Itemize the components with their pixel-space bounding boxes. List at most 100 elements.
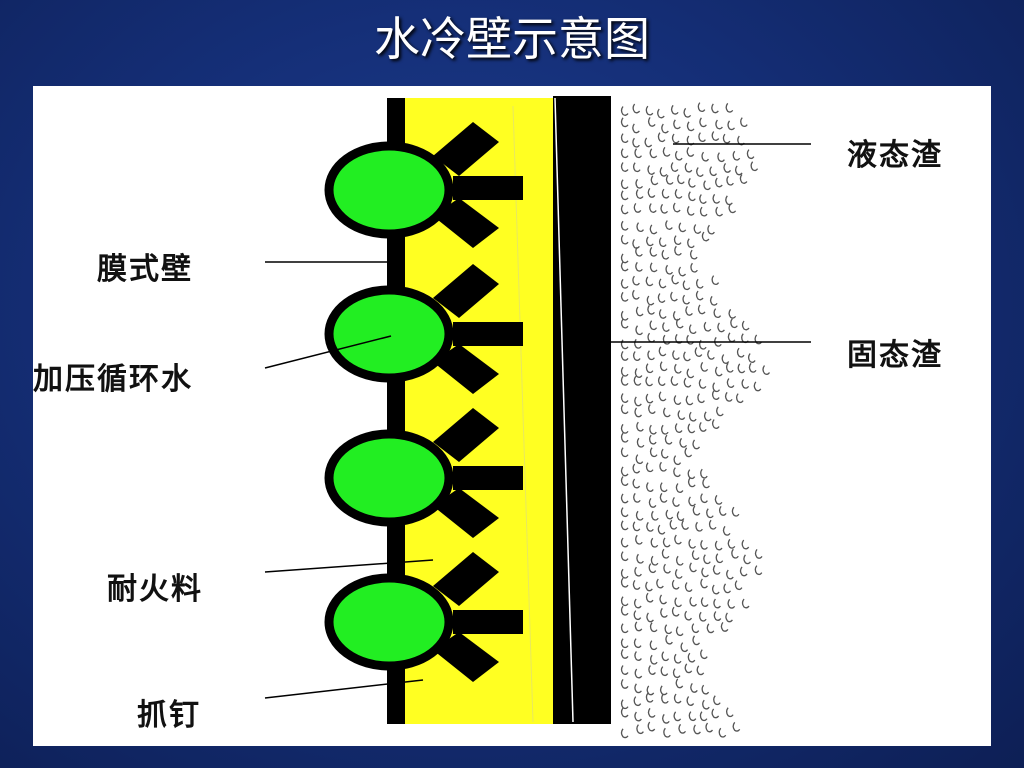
slag-droplet [687,469,696,480]
slag-droplet [649,640,658,651]
slag-droplet [688,496,696,507]
solid-slag-layer [553,96,611,724]
slag-droplet [674,245,682,256]
slag-droplet [684,663,693,674]
slag-droplet [734,165,743,176]
slag-droplet [633,598,642,609]
slag-droplet [695,521,703,532]
slag-droplet [633,203,642,213]
slag-droplet [662,334,671,345]
slag-droplet [634,396,642,407]
slag-droplet [620,493,629,504]
slag-droplet [659,492,668,503]
slag-droplet [686,334,694,345]
slag-droplet [701,684,710,695]
slag-droplet [700,493,708,504]
slag-droplet [632,275,640,286]
slag-droplet [688,711,697,722]
slag-droplet [696,665,705,676]
slag-droplet [662,713,670,724]
slide-title: 水冷壁示意图 [374,12,650,66]
slag-droplet [672,202,681,213]
slag-droplet [661,123,669,134]
slag-droplet [649,654,658,665]
slag-droplet [732,721,741,732]
slag-droplet [663,563,671,574]
slag-droplet [741,378,750,389]
slag-droplet [686,121,695,132]
slag-droplet [687,238,695,249]
slag-droplet [692,505,701,516]
slag-droplet [675,626,684,637]
membrane-wall [387,98,405,724]
slag-droplet [680,642,689,653]
slag-droplet [701,151,710,162]
slag-droplet [645,692,654,703]
slag-droplet [732,150,741,161]
slag-droplet [647,332,656,343]
slag-droplet [735,393,744,404]
leader-lines [264,143,811,699]
slag-droplet [711,708,720,719]
slag-droplet [646,236,654,247]
slag-droplet [635,178,644,189]
slag-droplet [686,205,695,216]
slag-droplet [727,332,736,343]
slag-droplet [725,707,734,718]
slag-droplet [670,162,679,172]
slag-droplet [632,478,641,489]
slag-droplet [635,454,644,465]
slag-droplet [689,596,698,607]
slag-droplet [682,280,691,291]
slag-droplet [671,579,680,590]
slag-droplet [620,393,629,403]
slag-droplet [688,324,697,335]
slag-droplet [674,568,683,579]
slag-droplet [620,179,629,190]
slag-droplet [657,108,665,119]
slag-droplet [659,166,668,177]
slag-droplet [635,246,643,257]
slag-droplet [659,482,668,493]
slag-droplet [711,103,719,114]
slag-droplet [635,189,644,199]
slag-droplet [674,423,683,433]
slag-droplet [700,468,708,479]
slag-droplet [674,188,683,199]
slag-droplet [697,102,706,113]
slag-droplet [665,174,674,185]
slag-droplet [686,368,695,379]
slag-droplet [664,624,673,635]
slag-droplet [650,537,659,548]
slag-droplet [726,378,735,388]
slag-droplet [739,566,748,577]
slag-droplet [700,361,709,372]
slag-droplet [762,365,771,375]
slag-droplet [660,424,669,435]
slag-droplet [646,482,654,492]
label-membrane-wall: 膜式壁 [97,252,193,287]
slag-droplet [634,683,642,694]
slag-droplet [741,598,750,609]
slag-droplet [677,410,686,420]
slag-droplet [646,295,655,306]
slag-droplet [670,104,679,115]
slag-droplet [635,510,644,521]
slag-droplet [658,237,667,248]
slag-droplet [620,507,629,518]
slag-droplet [649,224,658,235]
slag-droplet [620,596,629,607]
slag-droplet [754,565,763,576]
slag-droplet [662,146,671,157]
slag-droplet [659,594,668,605]
slag-droplet [727,538,736,549]
slag-droplet [659,461,667,472]
slag-droplet [645,105,654,116]
slag-droplet [620,190,629,201]
slag-droplet [697,304,706,315]
slag-droplet [695,290,704,301]
slag-droplet [635,306,644,317]
slag-droplet [648,434,657,445]
slag-droplet [657,524,666,535]
slag-droplet [620,699,629,710]
